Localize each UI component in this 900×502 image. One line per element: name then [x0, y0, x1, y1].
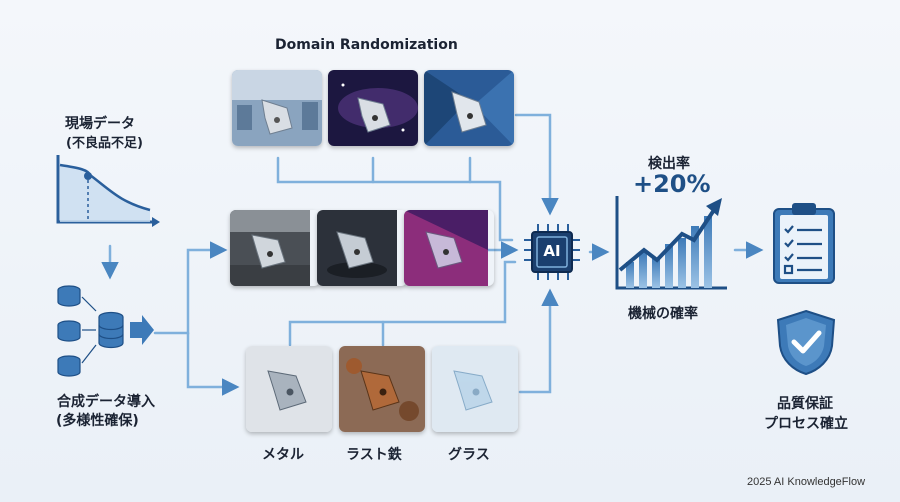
ai-chip-icon: AI — [520, 220, 584, 284]
thumb-studio-bracket — [317, 210, 407, 286]
quality-title: 品質保証 — [777, 396, 833, 412]
detection-value: +20% — [633, 170, 711, 198]
thumb-space-bracket — [328, 70, 418, 146]
database-icon — [57, 285, 154, 377]
thumb-warehouse-bracket — [230, 210, 320, 286]
synthetic-subtitle: (多様性確保) — [56, 413, 139, 429]
thumb-neon-bracket — [404, 210, 494, 286]
material-label-glass: グラス — [448, 447, 490, 463]
thumb-factory-bracket — [232, 70, 322, 146]
clipboard-checklist-icon — [773, 203, 835, 284]
thumb-polygon-bracket — [424, 70, 514, 146]
growth-chart-icon — [615, 196, 727, 290]
footer-credit: 2025 AI KnowledgeFlow — [747, 476, 866, 488]
synthetic-title: 合成データ導入 — [57, 394, 155, 410]
field-data-subtitle: (不良品不足) — [66, 136, 143, 151]
thumb-rust-bracket — [339, 346, 425, 432]
page-title: Domain Randomization — [275, 37, 458, 53]
thumb-glass-bracket — [432, 346, 518, 432]
material-label-rust: ラスト鉄 — [346, 447, 402, 463]
probability-label: 機械の確率 — [628, 306, 698, 322]
ai-chip-label: AI — [543, 242, 561, 260]
quality-subtitle: プロセス確立 — [764, 416, 848, 432]
material-label-metal: メタル — [262, 447, 304, 463]
detection-label: 検出率 — [648, 156, 690, 172]
thumb-metal-bracket — [246, 346, 332, 432]
shield-check-icon — [776, 309, 836, 376]
field-data-title: 現場データ — [65, 116, 135, 132]
line-chart-icon — [56, 155, 160, 227]
